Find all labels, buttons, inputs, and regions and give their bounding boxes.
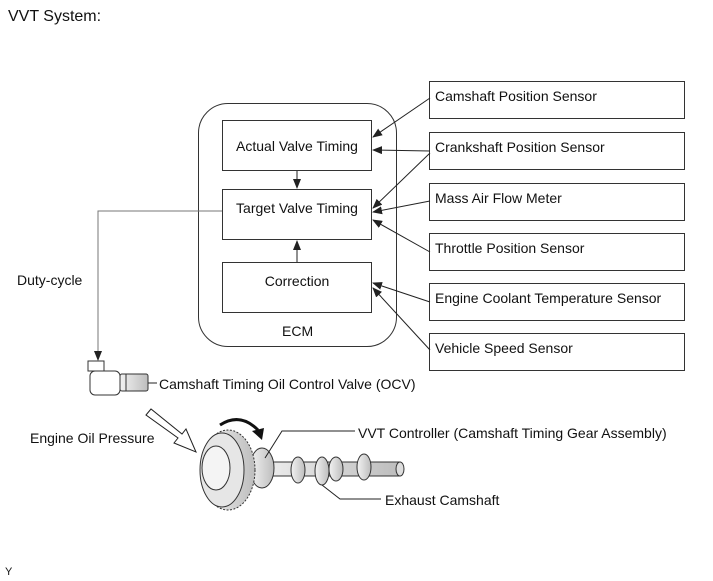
- rotation-arrow: [219, 418, 260, 432]
- correction-box: Correction: [222, 262, 372, 313]
- sensor-throttle-position-label: Throttle Position Sensor: [435, 240, 585, 256]
- actual-valve-timing-box: Actual Valve Timing: [222, 120, 372, 171]
- ecm-label: ECM: [282, 323, 314, 339]
- correction-label: Correction: [264, 273, 330, 289]
- vvt-controller-label: VVT Controller (Camshaft Timing Gear Ass…: [358, 425, 667, 441]
- arrow-throttle-to-target: [372, 219, 431, 253]
- arrow-speed-to-correction: [372, 287, 431, 351]
- oil-pressure-arrow: [145, 408, 197, 453]
- sensor-camshaft-position-label: Camshaft Position Sensor: [435, 88, 597, 104]
- exhaust-camshaft-leader: [321, 484, 381, 500]
- sensor-engine-coolant-temp: Engine Coolant Temperature Sensor: [429, 283, 685, 321]
- arrow-camshaft-to-actual: [372, 97, 431, 138]
- duty-cycle-line: [94, 210, 222, 361]
- sensor-vehicle-speed: Vehicle Speed Sensor: [429, 333, 685, 371]
- target-valve-timing-label: Target Valve Timing: [236, 200, 358, 216]
- exhaust-camshaft-label: Exhaust Camshaft: [385, 492, 500, 508]
- sensor-vehicle-speed-label: Vehicle Speed Sensor: [435, 340, 573, 356]
- ocv-label: Camshaft Timing Oil Control Valve (OCV): [159, 376, 416, 392]
- sensor-camshaft-position: Camshaft Position Sensor: [429, 81, 685, 119]
- target-valve-timing-box: Target Valve Timing: [222, 189, 372, 240]
- diagram-title: VVT System:: [8, 8, 102, 25]
- sensor-throttle-position: Throttle Position Sensor: [429, 233, 685, 271]
- sensor-mass-air-flow-label: Mass Air Flow Meter: [435, 190, 562, 206]
- sensor-engine-coolant-temp-label: Engine Coolant Temperature Sensor: [435, 290, 662, 306]
- duty-cycle-label: Duty-cycle: [17, 272, 83, 288]
- arrow-crankshaft-to-target: [372, 152, 431, 209]
- oil-pressure-label: Engine Oil Pressure: [30, 430, 155, 446]
- sensor-crankshaft-position-label: Crankshaft Position Sensor: [435, 139, 605, 155]
- sensor-mass-air-flow: Mass Air Flow Meter: [429, 183, 685, 221]
- ecm-box: [198, 103, 397, 347]
- camshaft-illustration: [199, 429, 405, 511]
- arrow-maf-to-target: [372, 200, 431, 215]
- arrow-crankshaft-to-actual: [372, 146, 431, 155]
- corner-mark: Y: [5, 566, 13, 578]
- sensor-crankshaft-position: Crankshaft Position Sensor: [429, 132, 685, 170]
- arrow-coolant-to-correction: [372, 282, 431, 303]
- actual-valve-timing-label: Actual Valve Timing: [236, 137, 358, 154]
- vvt-controller-leader: [264, 430, 355, 459]
- ocv-icon: [87, 360, 149, 396]
